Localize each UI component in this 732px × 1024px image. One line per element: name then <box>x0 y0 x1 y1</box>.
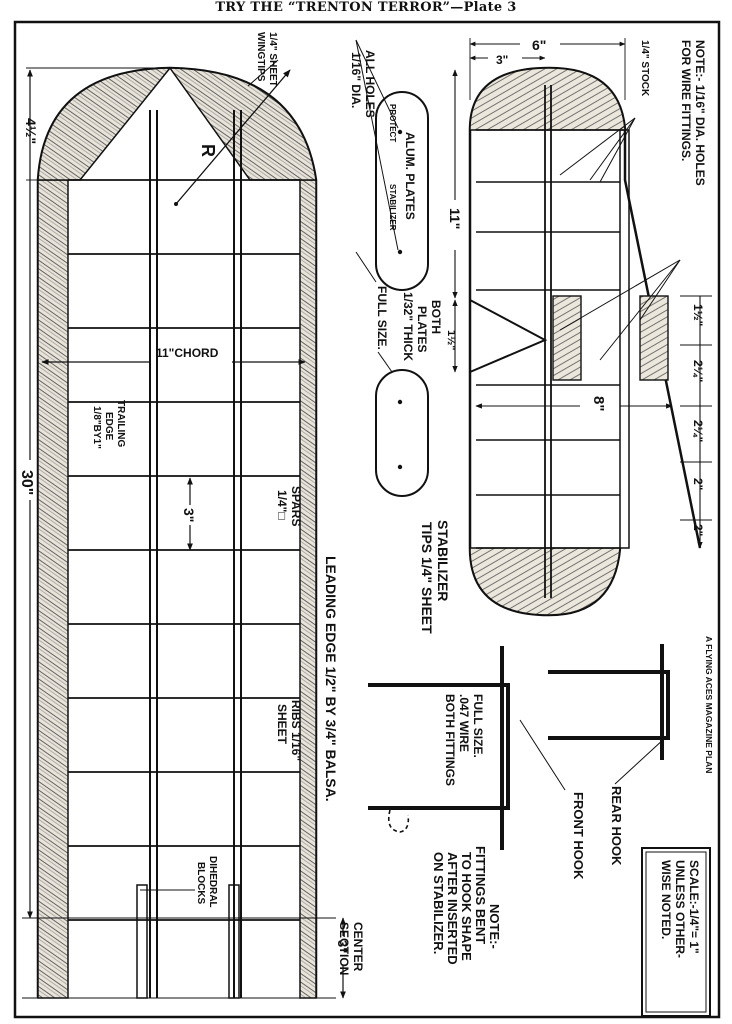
stab-dim-r1: 1½" <box>691 304 705 326</box>
all-holes-label-2: 1/16" DIA. <box>349 52 363 108</box>
stab-dim-r3: 2¼" <box>691 420 705 442</box>
radius-label: R <box>198 144 218 157</box>
both-plates-label-2: PLATES <box>415 306 429 352</box>
fittings-note-3: TO HOOK SHAPE <box>459 852 474 961</box>
trailing-edge-label-1: TRAILING <box>115 400 126 447</box>
fitting-labels: A FLYING ACES MAGAZINE PLAN FULL SIZE. .… <box>431 636 714 965</box>
all-holes-label-1: ALL HOLES <box>363 50 377 118</box>
wingtip-right <box>168 67 317 181</box>
alum-plates-label: ALUM. PLATES <box>403 132 417 220</box>
scale-label-1: SCALE:-1/4"= 1" <box>687 860 701 954</box>
wing-labels: 1/4" SHEET WINGTIPS R 4½" 30" 11"CHORD T… <box>18 32 365 975</box>
stab-dim-8: 8" <box>590 396 607 411</box>
front-hook-label: FRONT HOOK <box>571 792 586 880</box>
trailing-edge-label-2: EDGE <box>103 412 114 441</box>
fittings-note-2: FITTINGS BENT <box>473 846 488 944</box>
stab-note-1: NOTE:- 1/16" DIA. HOLES <box>693 40 707 186</box>
trailing-edge-label-3: 1/8"BY1" <box>91 406 102 449</box>
stab-note-2: FOR WIRE FITTINGS. <box>679 40 693 161</box>
fittings-note-4: AFTER INSERTED <box>445 852 460 965</box>
rear-hook-label: REAR HOOK <box>609 786 624 866</box>
fittings-full-size-2: .047 WIRE <box>457 694 471 752</box>
chord-label: 11"CHORD <box>156 346 219 360</box>
plates-full-size-label: FULL SIZE. <box>375 286 389 350</box>
spars-label-1: SPARS <box>289 486 303 526</box>
stab-tips-label-2: TIPS 1/4" SHEET <box>419 522 435 634</box>
scale-label-3: WISE NOTED. <box>659 860 673 939</box>
wire-fittings <box>368 644 711 1017</box>
dihedral-label-2: BLOCKS <box>195 862 206 905</box>
stab-dim-11: 11" <box>447 208 463 229</box>
wingtips-label-1: 1/4" SHEET <box>267 32 278 87</box>
stab-dim-3: 3" <box>496 53 508 67</box>
fittings-full-size-3: BOTH FITTINGS <box>443 694 457 786</box>
stabilizer-labels: NOTE:- 1/16" DIA. HOLES FOR WIRE FITTING… <box>419 37 707 634</box>
spar-spacing-dim: 3" <box>181 508 197 522</box>
center-section-label-1: CENTER <box>351 922 365 972</box>
stabilizer-plan <box>452 38 712 617</box>
scale-label-2: UNLESS OTHER- <box>673 860 687 958</box>
dihedral-label-1: DIHEDRAL <box>207 856 218 908</box>
credit-label: A FLYING ACES MAGAZINE PLAN <box>704 636 714 773</box>
both-plates-label-1: BOTH <box>429 300 443 334</box>
spars-label-2: 1/4"□ <box>275 490 289 520</box>
wingtip-left <box>37 67 172 181</box>
leading-edge-label: LEADING EDGE 1/2" BY 3/4" BALSA. <box>323 556 339 802</box>
leading-edge-strip <box>299 179 317 999</box>
stab-dim-r2: 2¼" <box>691 360 705 382</box>
both-plates-label-3: 1/32" THICK <box>401 292 415 361</box>
stab-stock-label: 1/4" STOCK <box>639 40 650 97</box>
center-dimension: 3" <box>335 940 350 953</box>
stab-tip-top <box>469 67 626 131</box>
tip-dimension: 4½" <box>23 118 39 144</box>
plate-labels: ALL HOLES 1/16" DIA. ALUM. PLATES PROTEC… <box>349 50 443 361</box>
span-dimension: 30" <box>18 470 35 495</box>
stab-dim-r4: 2" <box>691 478 705 490</box>
wing-plan <box>22 59 346 999</box>
wingtips-label-2: WINGTIPS <box>255 32 266 82</box>
fittings-full-size-1: FULL SIZE. <box>471 694 485 758</box>
stab-dim-r5: 2" <box>691 524 705 536</box>
alum-plates <box>355 39 429 497</box>
ribs-label-2: SHEET <box>275 704 289 745</box>
stab-tips-label-1: STABILIZER <box>435 520 451 601</box>
plate-border <box>13 20 721 1019</box>
stab-dim-1-5: 1½" <box>445 330 457 351</box>
plate-title: TRY THE “TRENTON TERROR”—Plate 3 <box>215 0 517 15</box>
protect-label: PROTECT <box>388 104 397 142</box>
fittings-note-5: ON STABILIZER. <box>431 852 446 954</box>
center-section-label-2: SECTION <box>337 922 351 975</box>
stabilizer-plate-label: STABILIZER <box>388 184 397 231</box>
fittings-note-1: NOTE:- <box>487 904 502 949</box>
trailing-edge-strip <box>37 179 69 999</box>
ribs-label-1: RIBS 1/16" <box>289 700 303 761</box>
stab-dim-6: 6" <box>532 37 546 53</box>
